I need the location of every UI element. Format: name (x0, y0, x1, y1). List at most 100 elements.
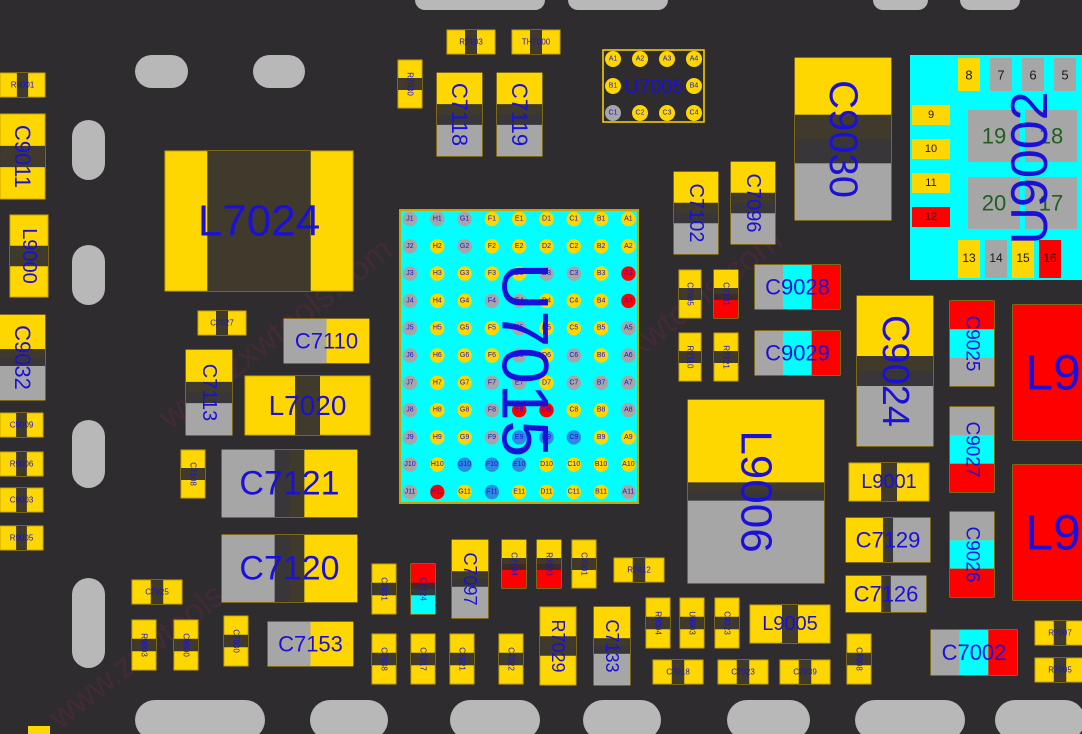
component-r9001[interactable]: R9001 (0, 72, 46, 98)
bga-ball[interactable] (686, 105, 702, 121)
component-c7008[interactable]: C7008 (846, 633, 872, 685)
component-c9011[interactable]: C9011 (0, 113, 46, 200)
bga-ball[interactable] (512, 266, 527, 281)
component-r7007[interactable]: R7007 (1034, 620, 1082, 646)
bga-ball[interactable] (484, 211, 500, 227)
bga-ball[interactable] (512, 293, 527, 309)
component-c7124[interactable]: C7124 (410, 563, 436, 615)
bga-ball[interactable] (484, 457, 500, 472)
component-c7120[interactable]: C7120 (221, 534, 358, 603)
component-c7031[interactable]: C7031 (371, 563, 397, 615)
component-c7023[interactable]: C7023 (717, 659, 769, 685)
bga-ball[interactable] (566, 348, 581, 363)
component-c9000[interactable]: C9000 (173, 619, 199, 671)
bga-ball[interactable] (402, 293, 418, 309)
component-r9003[interactable]: R9003 (131, 619, 157, 671)
bga-ball[interactable] (512, 402, 527, 418)
component-c7039[interactable]: C7039 (779, 659, 831, 685)
component-c9027[interactable]: C9027 (949, 406, 995, 493)
ic-pin[interactable] (958, 240, 980, 278)
bga-ball[interactable] (457, 348, 472, 363)
ic-pin[interactable] (958, 58, 980, 91)
bga-ball[interactable] (539, 375, 554, 390)
bga-ball[interactable] (593, 211, 609, 227)
bga-ball[interactable] (484, 484, 500, 500)
bga-ball[interactable] (593, 402, 609, 418)
bga-ball[interactable] (430, 430, 445, 445)
bga-ball[interactable] (621, 402, 636, 418)
bga-ball[interactable] (593, 293, 609, 309)
bga-ball[interactable] (539, 266, 554, 281)
bga-ball[interactable] (539, 293, 554, 309)
component-l9001[interactable]: L9001 (848, 462, 930, 502)
component-r7121[interactable]: R7121 (713, 332, 739, 382)
bga-ball[interactable] (621, 266, 636, 281)
bga-ball[interactable] (539, 348, 554, 363)
component-c7030[interactable]: C7030 (223, 615, 249, 667)
component-c7025[interactable]: C7025 (131, 579, 183, 605)
bga-ball[interactable] (430, 293, 445, 309)
bga-ball[interactable] (430, 239, 445, 254)
bga-ball[interactable] (621, 375, 636, 390)
ic-pin[interactable] (912, 139, 950, 159)
component-r7103[interactable]: R7103 (446, 29, 496, 55)
component-c7121[interactable]: C7121 (221, 449, 358, 518)
bga-ball[interactable] (512, 239, 527, 254)
component-c7153[interactable]: C7153 (267, 621, 354, 667)
bga-ball[interactable] (457, 239, 472, 254)
component-c9028[interactable]: C9028 (754, 264, 841, 310)
component-c7002[interactable]: C7002 (930, 629, 1018, 676)
bga-ball[interactable] (484, 266, 500, 281)
bga-ball[interactable] (457, 266, 472, 281)
bga-ball[interactable] (457, 484, 472, 500)
bga-ball[interactable] (512, 430, 527, 445)
bga-ball[interactable] (566, 266, 581, 281)
component-c7018[interactable]: C7018 (652, 659, 704, 685)
bga-ball[interactable] (621, 457, 636, 472)
bga-ball[interactable] (539, 484, 554, 500)
bga-ball[interactable] (566, 211, 581, 227)
ic-pin[interactable] (1012, 240, 1034, 278)
bga-ball[interactable] (605, 51, 621, 67)
bga-ball[interactable] (430, 211, 445, 227)
bga-ball[interactable] (621, 348, 636, 363)
component-c9009[interactable]: C9009 (0, 412, 44, 438)
component-r9005[interactable]: R9005 (0, 525, 44, 551)
component-c7017[interactable]: C7017 (410, 633, 436, 685)
bga-ball[interactable] (621, 293, 636, 309)
component-l9000[interactable]: L9000 (9, 214, 49, 298)
bga-ball[interactable] (566, 293, 581, 309)
bga-ball[interactable] (402, 348, 418, 363)
bga-ball[interactable] (593, 430, 609, 445)
component-c9003[interactable]: C9003 (0, 487, 44, 513)
component-r7005[interactable]: R7005 (1034, 657, 1082, 683)
bga-ball[interactable] (457, 211, 472, 227)
component-l7020[interactable]: L7020 (244, 375, 371, 436)
bga-ball[interactable] (566, 457, 581, 472)
component-c7022[interactable]: C7022 (498, 633, 524, 685)
bga-ball[interactable] (539, 321, 554, 336)
component-c9032[interactable]: C9032 (0, 314, 46, 401)
ic-pin[interactable] (912, 173, 950, 193)
component-r7029[interactable]: R7029 (539, 606, 577, 686)
ic-pin[interactable] (1022, 58, 1044, 91)
bga-ball[interactable] (430, 457, 445, 472)
bga-ball[interactable] (457, 402, 472, 418)
bga-ball[interactable] (402, 430, 418, 445)
ic-pin[interactable] (912, 105, 950, 125)
bga-ball[interactable] (430, 348, 445, 363)
bga-ball[interactable] (402, 402, 418, 418)
component-r7003[interactable]: R7003 (536, 539, 562, 589)
bga-ball[interactable] (402, 239, 418, 254)
bga-ball[interactable] (430, 484, 445, 500)
bga-ball[interactable] (593, 375, 609, 390)
bga-ball[interactable] (566, 239, 581, 254)
bga-ball[interactable] (593, 457, 609, 472)
component-c9029[interactable]: C9029 (754, 330, 841, 376)
bga-ball[interactable] (659, 105, 675, 121)
bga-ball[interactable] (566, 484, 581, 500)
bga-ball[interactable] (402, 484, 418, 500)
ic-pin[interactable] (912, 207, 950, 227)
component-r7030[interactable]: R7030 (397, 59, 423, 109)
